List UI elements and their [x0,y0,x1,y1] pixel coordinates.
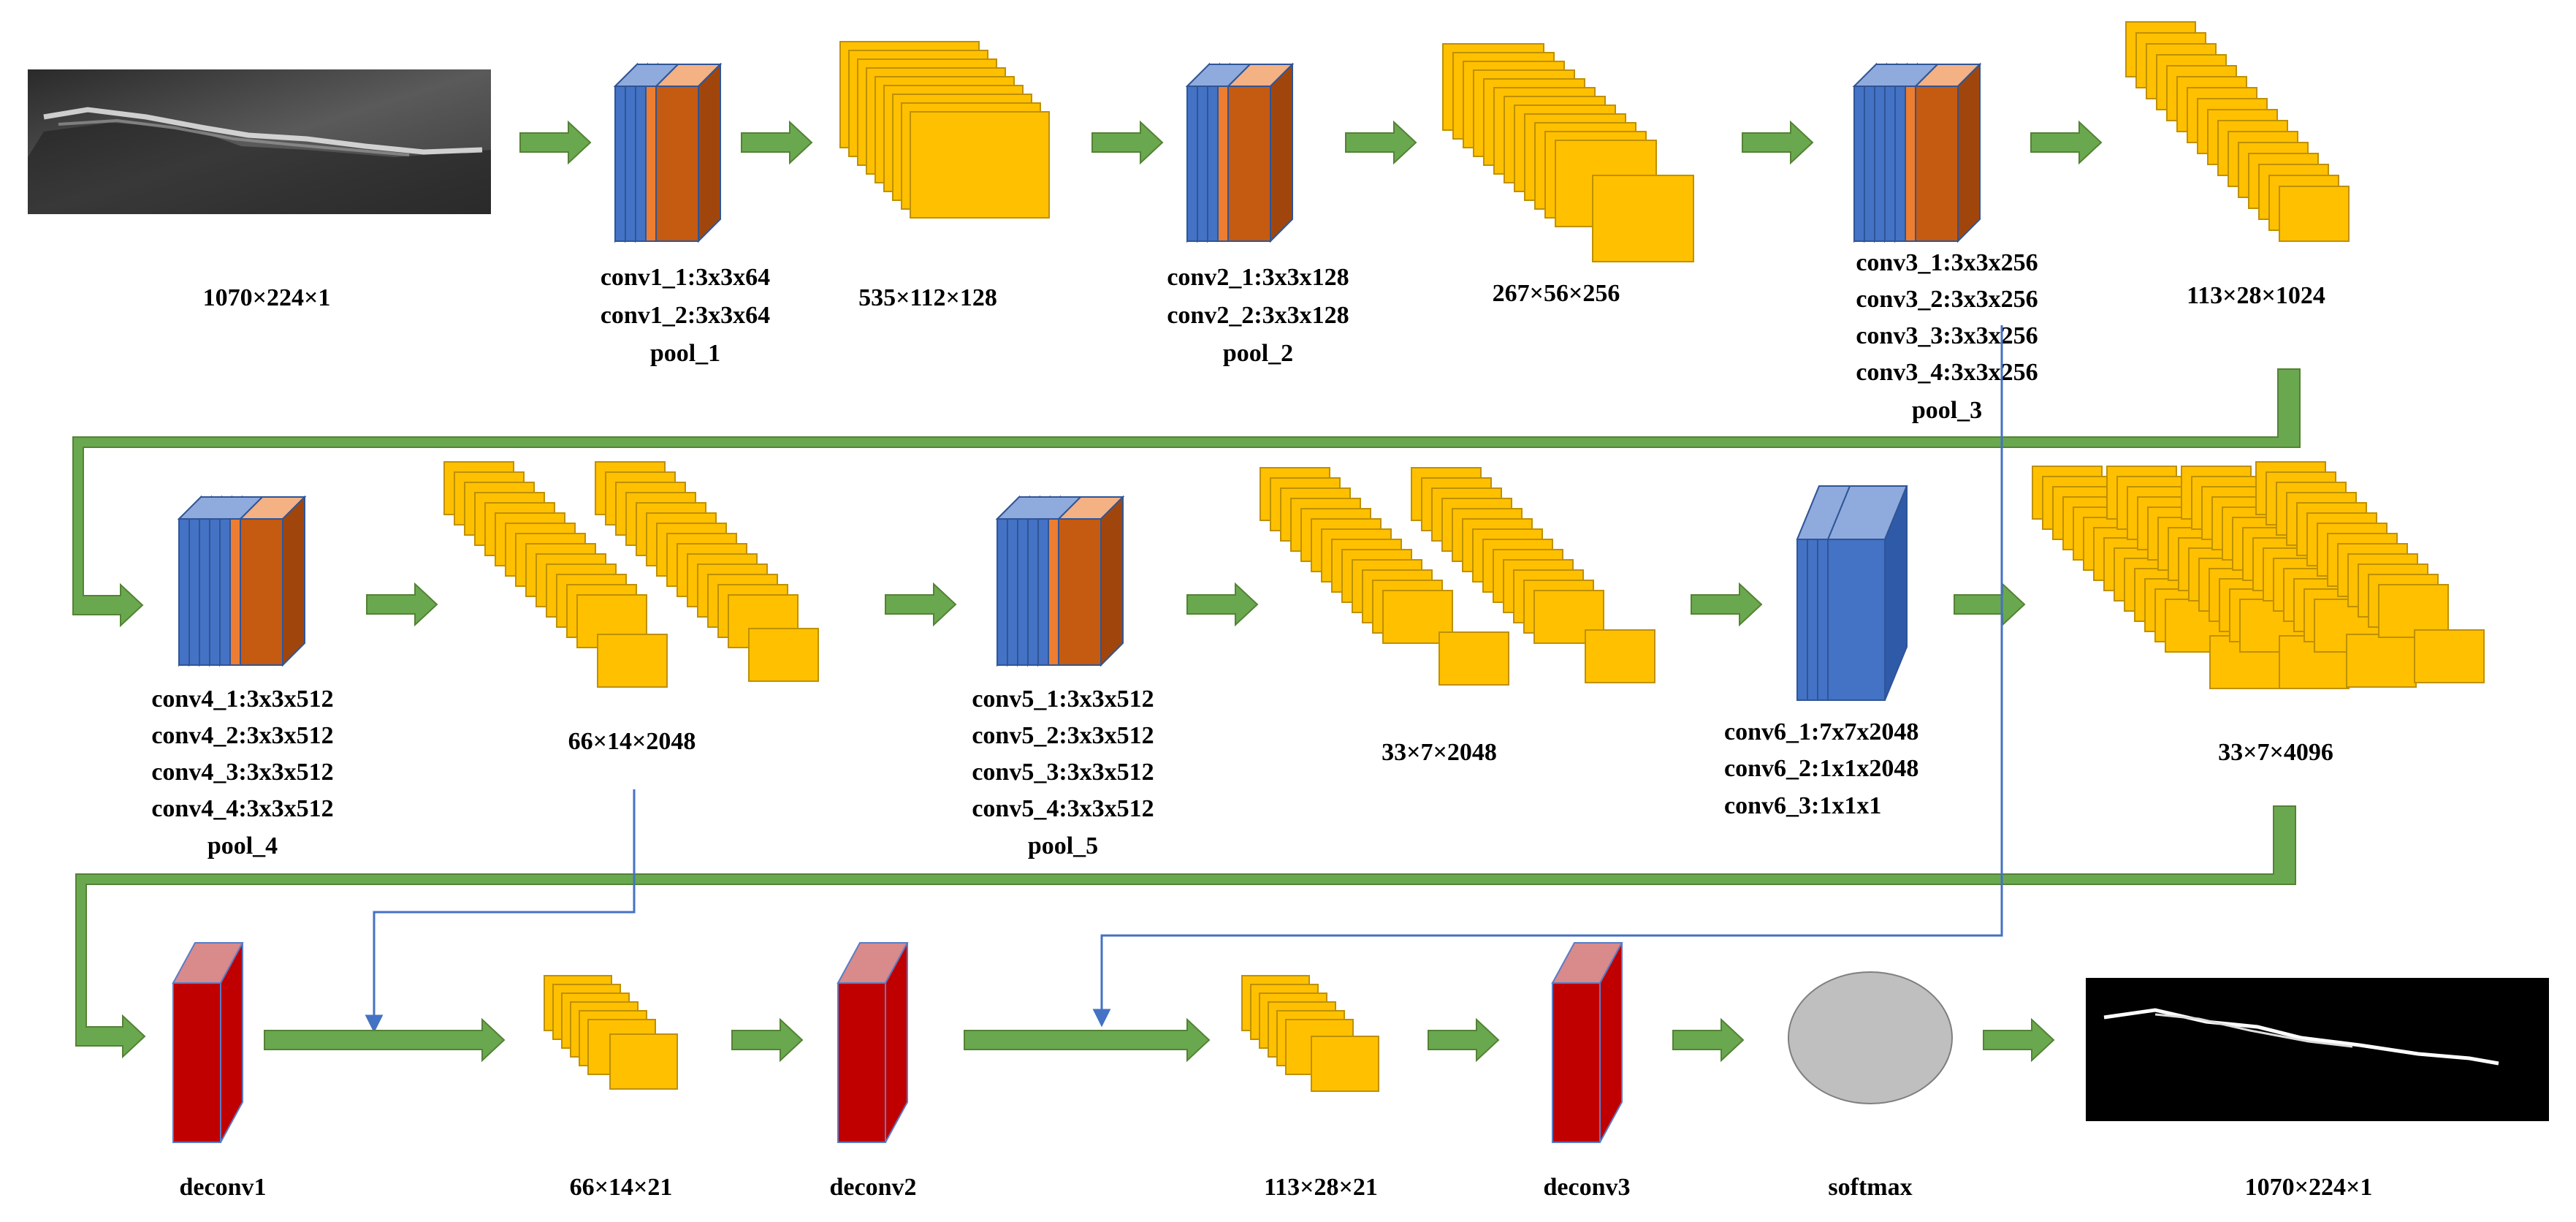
conv2-block [1185,62,1295,243]
output-segmentation-image [2086,978,2549,1121]
row-connector-2 [75,805,2296,1059]
conv4-line1: conv4_1:3x3x512 [151,686,333,713]
conv4-line4: conv4_4:3x3x512 [151,795,333,822]
fm8-size-label: 113×28×21 [1264,1174,1378,1201]
fm3-size-label: 113×28×1024 [2187,282,2325,309]
fm5-size-label: 33×7×2048 [1382,739,1497,766]
fm2-size-label: 267×56×256 [1493,280,1620,307]
conv3-line5: pool_3 [1912,397,1982,424]
deconv2-label: deconv2 [830,1174,917,1201]
conv5-line1: conv5_1:3x3x512 [972,686,1154,713]
conv4-line5: pool_4 [207,832,278,859]
fm7-size-label: 66×14×21 [570,1174,673,1201]
input-crack-image [28,69,491,214]
conv3-line4: conv3_4:3x3x256 [1856,359,2038,386]
skip-connection-pool4 [373,789,636,1022]
feature-map-stack-4 [443,461,819,688]
arrow-icon [1983,1017,2055,1063]
arrow-icon [1954,582,2026,627]
conv4-line3: conv4_3:3x3x512 [151,759,333,786]
conv2-line2: conv2_2:3x3x128 [1167,302,1349,329]
conv3-block [1852,62,1982,243]
feature-map-stack-6 [2032,461,2485,689]
conv1-line1: conv1_1:3x3x64 [601,264,770,291]
conv3-line1: conv3_1:3x3x256 [1856,249,2038,276]
deconv1-layer [172,942,244,1143]
conv3-line2: conv3_2:3x3x256 [1856,286,2038,313]
feature-map-stack-5 [1260,467,1655,686]
conv6-line1: conv6_1:7x7x2048 [1724,718,1918,745]
softmax-node [1788,971,1953,1104]
arrow-icon [1742,120,1814,165]
arrow-icon [1186,582,1259,627]
deconv1-label: deconv1 [180,1174,267,1201]
softmax-label: softmax [1828,1174,1912,1201]
conv1-line2: conv1_2:3x3x64 [601,302,770,329]
flow-arrows-row2 [366,582,2026,627]
output-size-label: 1070×224×1 [2245,1174,2373,1201]
row-connector-1 [72,368,2301,628]
fm1-size-label: 535×112×128 [858,284,997,311]
arrowhead-icon [1092,1009,1111,1028]
conv1-block [613,62,723,243]
conv6-block [1796,485,1908,701]
conv5-line4: conv5_4:3x3x512 [972,795,1154,822]
conv4-block [177,495,307,667]
arrow-icon [964,1017,1211,1063]
flow-arrows-row1 [519,120,2103,165]
arrow-icon [885,582,957,627]
feature-map-stack-8 [1241,975,1379,1092]
arrow-icon [1345,120,1417,165]
arrow-icon [1691,582,1763,627]
deconv2-layer [837,942,909,1143]
conv5-line5: pool_5 [1028,832,1098,859]
skip-connection-pool3 [1100,325,2003,1014]
arrow-icon [366,582,438,627]
fm4-size-label: 66×14×2048 [568,728,696,755]
conv3-line3: conv3_3:3x3x256 [1856,322,2038,349]
feature-map-stack-7 [544,975,678,1090]
arrow-icon [264,1017,506,1063]
conv5-line2: conv5_2:3x3x512 [972,722,1154,749]
feature-map-stack-3 [2125,21,2350,242]
arrow-icon [1091,120,1164,165]
fm6-size-label: 33×7×4096 [2218,739,2333,766]
deconv3-label: deconv3 [1544,1174,1631,1201]
conv4-line2: conv4_2:3x3x512 [151,722,333,749]
arrow-icon [741,120,813,165]
arrowhead-icon [365,1014,384,1033]
conv6-line3: conv6_3:1x1x1 [1724,792,1881,819]
arrow-icon [731,1017,804,1063]
input-size-label: 1070×224×1 [203,284,331,311]
feature-map-stack-2 [1442,43,1694,262]
flow-arrows-row3 [264,1017,2055,1063]
conv5-line3: conv5_3:3x3x512 [972,759,1154,786]
skip-connections [365,325,2003,1033]
conv1-line3: pool_1 [650,340,720,367]
arrow-icon [519,120,592,165]
conv2-line3: pool_2 [1223,340,1293,367]
arrow-icon [2030,120,2103,165]
arrow-icon [1672,1017,1745,1063]
arrow-icon [1428,1017,1500,1063]
deconv3-layer [1551,942,1623,1143]
conv5-block [995,495,1125,667]
feature-map-stack-1 [839,41,1050,219]
conv2-line1: conv2_1:3x3x128 [1167,264,1349,291]
conv6-line2: conv6_2:1x1x2048 [1724,755,1918,782]
